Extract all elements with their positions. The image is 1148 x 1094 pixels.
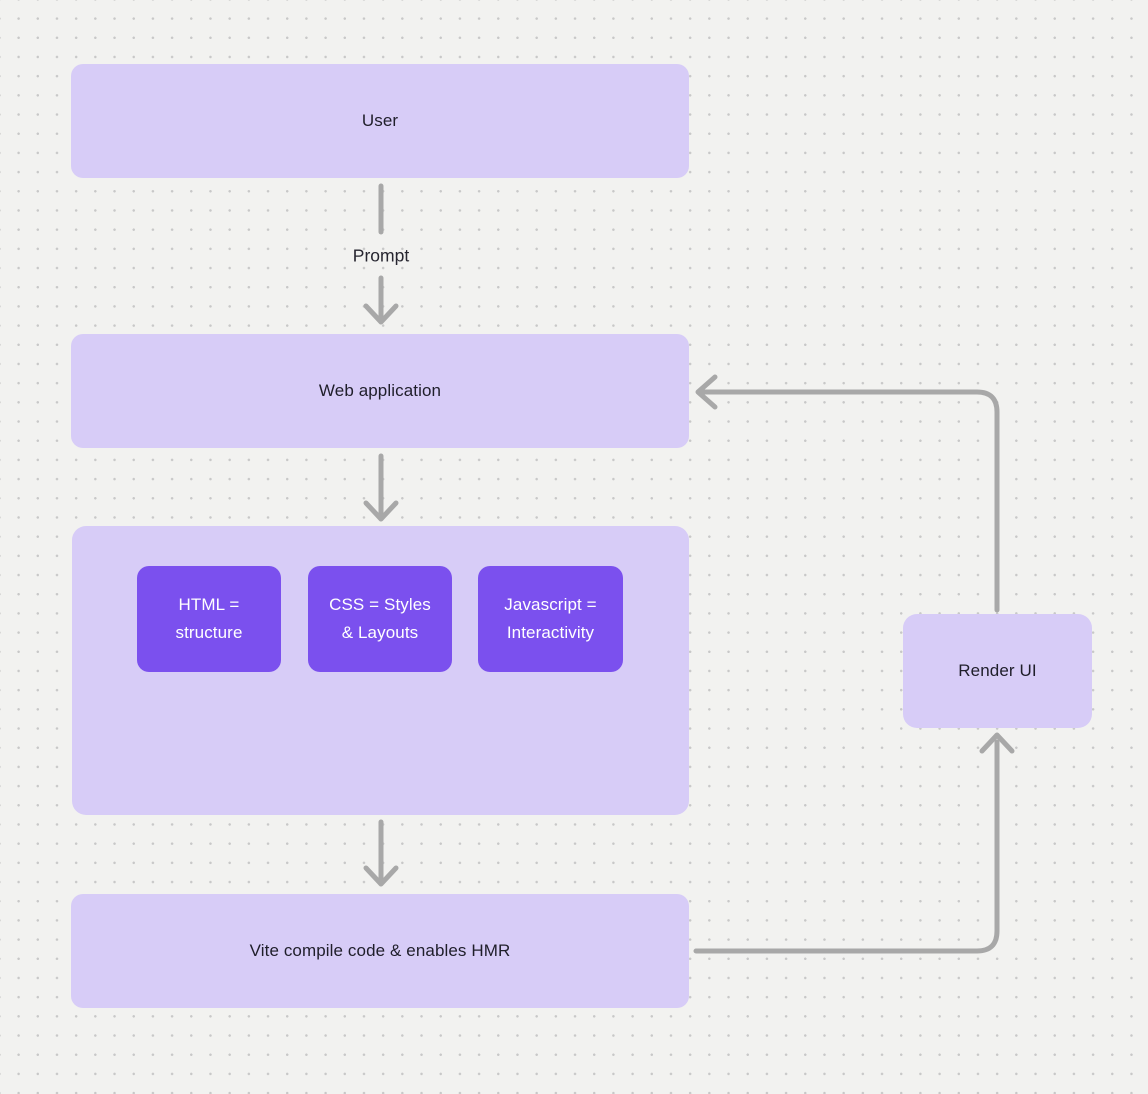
node-user-label: User (361, 111, 399, 130)
connector-webapp-to-components[interactable] (363, 453, 399, 522)
chip-css[interactable]: CSS = Styles & Layouts (308, 566, 452, 672)
chip-css-line1: CSS = Styles (329, 595, 431, 614)
connector-vite-to-renderui[interactable] (693, 732, 1015, 954)
chip-javascript[interactable]: Javascript = Interactivity (478, 566, 623, 672)
node-web-application-label: Web application (318, 381, 442, 400)
chip-javascript-line2: Interactivity (506, 623, 595, 642)
arrowhead-down-icon (363, 303, 399, 325)
node-render-ui[interactable]: Render UI (903, 614, 1092, 728)
node-render-ui-label: Render UI (958, 661, 1037, 680)
node-user[interactable]: User (71, 64, 689, 178)
arrowhead-down-icon (363, 865, 399, 887)
arrowhead-left-icon (695, 374, 718, 410)
chip-html-line1: HTML = (178, 595, 240, 614)
edge-label-prompt: Prompt (352, 245, 410, 266)
connector-components-to-vite[interactable] (363, 819, 399, 887)
node-vite-label: Vite compile code & enables HMR (249, 941, 511, 960)
group-react-components[interactable]: HTML = structure CSS = Styles & Layouts … (72, 526, 689, 815)
arrowhead-down-icon (363, 500, 399, 522)
connector-renderui-to-webapp[interactable] (695, 374, 1000, 613)
chip-html-line2: structure (175, 623, 243, 642)
chip-css-line2: & Layouts (341, 623, 419, 642)
chip-javascript-line1: Javascript = (504, 595, 597, 614)
chip-html[interactable]: HTML = structure (137, 566, 281, 672)
node-vite[interactable]: Vite compile code & enables HMR (71, 894, 689, 1008)
node-web-application[interactable]: Web application (71, 334, 689, 448)
arrowhead-up-icon (979, 732, 1015, 754)
